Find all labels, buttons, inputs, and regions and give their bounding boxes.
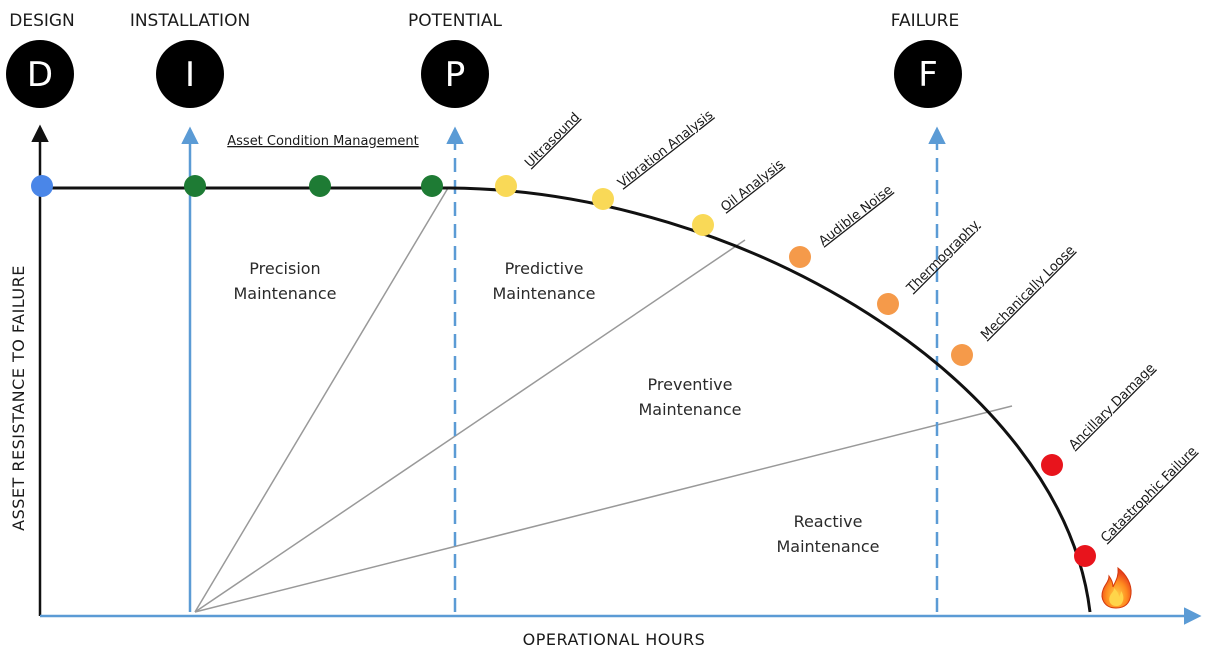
region-preventive-line1: Preventive <box>648 375 733 394</box>
point-installed-2 <box>309 175 331 197</box>
fan-line-predictive <box>194 239 746 613</box>
label-mechanically-loose: Mechanically Loose <box>978 243 1078 343</box>
region-predictive: Predictive Maintenance <box>492 259 595 303</box>
point-ancillary-damage <box>1041 454 1063 476</box>
region-reactive-line2: Maintenance <box>776 537 879 556</box>
point-catastrophic-failure <box>1074 545 1096 567</box>
region-precision-line1: Precision <box>249 259 320 278</box>
label-oil-analysis: Oil Analysis <box>718 157 787 215</box>
fan-line-precision <box>194 187 449 613</box>
point-labels: Ultrasound Vibration Analysis Oil Analys… <box>522 108 1200 546</box>
label-thermography: Thermography <box>904 217 983 296</box>
stage-potential: POTENTIAL P <box>408 11 503 108</box>
stage-installation: INSTALLATION I <box>130 11 250 108</box>
stage-label-failure: FAILURE <box>891 11 959 31</box>
region-precision: Precision Maintenance <box>233 259 336 303</box>
pf-curve <box>40 186 1092 613</box>
point-vibration-analysis <box>592 188 614 210</box>
region-reactive-line1: Reactive <box>794 512 863 531</box>
point-audible-noise <box>789 246 811 268</box>
label-ancillary-damage: Ancillary Damage <box>1066 361 1158 453</box>
region-preventive-line2: Maintenance <box>638 400 741 419</box>
stage-letter-installation: I <box>185 55 195 95</box>
stage-design: DESIGN D <box>6 11 75 108</box>
region-reactive: Reactive Maintenance <box>776 512 879 556</box>
stage-failure: FAILURE F <box>891 11 962 108</box>
point-installed-3 <box>421 175 443 197</box>
region-preventive: Preventive Maintenance <box>638 375 741 419</box>
region-predictive-line1: Predictive <box>505 259 584 278</box>
stage-circle-design <box>6 40 74 108</box>
fan-line-preventive <box>194 405 1013 613</box>
label-audible-noise: Audible Noise <box>816 182 895 249</box>
stage-circle-potential <box>421 40 489 108</box>
stage-letter-design: D <box>27 55 53 95</box>
region-precision-line2: Maintenance <box>233 284 336 303</box>
fan-lines <box>194 187 1013 613</box>
point-mechanically-loose <box>951 344 973 366</box>
point-ultrasound <box>495 175 517 197</box>
stage-label-installation: INSTALLATION <box>130 11 250 31</box>
asset-condition-management-label: Asset Condition Management <box>227 134 418 149</box>
point-oil-analysis <box>692 214 714 236</box>
x-axis-label: OPERATIONAL HOURS <box>523 630 706 649</box>
stage-circle-installation <box>156 40 224 108</box>
stage-label-design: DESIGN <box>9 11 75 31</box>
label-catastrophic-failure: Catastrophic Failure <box>1098 444 1200 546</box>
point-thermography <box>877 293 899 315</box>
point-design <box>31 175 53 197</box>
region-predictive-line2: Maintenance <box>492 284 595 303</box>
stage-letter-failure: F <box>918 55 938 95</box>
label-vibration-analysis: Vibration Analysis <box>615 108 716 192</box>
fire-icon <box>1101 566 1132 609</box>
y-axis-label: ASSET RESISTANCE TO FAILURE <box>9 265 28 531</box>
label-ultrasound: Ultrasound <box>522 110 583 171</box>
point-installed-1 <box>184 175 206 197</box>
stage-circle-failure <box>894 40 962 108</box>
stage-letter-potential: P <box>445 55 466 95</box>
curve-points <box>31 175 1096 567</box>
stage-label-potential: POTENTIAL <box>408 11 503 31</box>
